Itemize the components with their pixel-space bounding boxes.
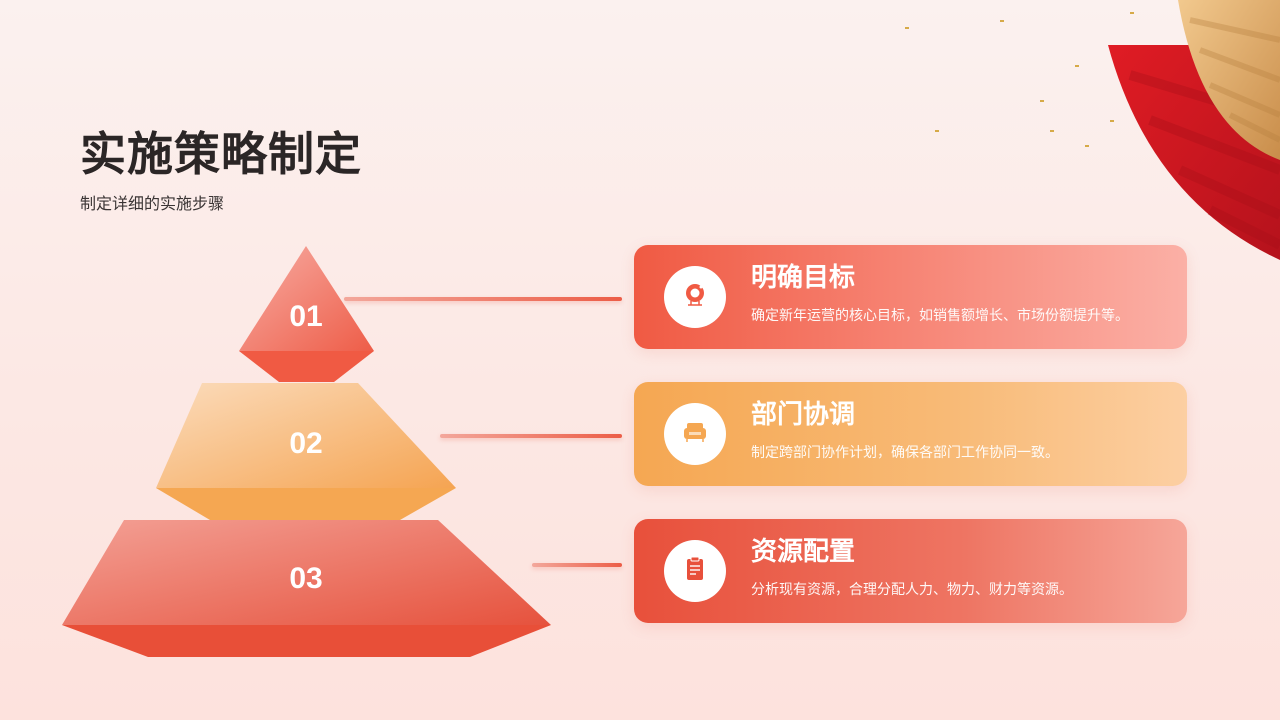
card-description: 制定跨部门协作计划，确保各部门工作协同一致。 — [751, 445, 1059, 461]
clipboard-icon — [680, 554, 710, 588]
page-subtitle: 制定详细的实施步骤 — [80, 194, 225, 213]
target-icon — [680, 280, 710, 314]
connector-line — [440, 434, 622, 438]
card-title: 明确目标 — [751, 263, 856, 293]
tier-number: 01 — [289, 300, 323, 333]
sofa-icon — [680, 417, 710, 451]
confetti — [1110, 120, 1114, 122]
folding-fan-decoration — [1090, 0, 1280, 260]
tier-number: 02 — [289, 427, 323, 460]
strategy-card-coordination: 部门协调 制定跨部门协作计划，确保各部门工作协同一致。 — [634, 382, 1187, 486]
card-description: 分析现有资源，合理分配人力、物力、财力等资源。 — [751, 582, 1073, 598]
confetti — [1075, 65, 1079, 67]
connector-line — [344, 297, 622, 301]
confetti — [935, 130, 939, 132]
card-description: 确定新年运营的核心目标，如销售额增长、市场份额提升等。 — [751, 308, 1129, 324]
confetti — [1130, 12, 1134, 14]
icon-badge — [664, 540, 726, 602]
card-title: 资源配置 — [751, 537, 856, 567]
confetti — [1085, 145, 1089, 147]
icon-badge — [664, 403, 726, 465]
confetti — [1050, 130, 1054, 132]
pyramid-diagram: 01 02 03 — [62, 246, 551, 657]
confetti — [1040, 100, 1044, 102]
tier-number: 03 — [289, 562, 323, 595]
confetti — [1000, 20, 1004, 22]
icon-badge — [664, 266, 726, 328]
strategy-card-resources: 资源配置 分析现有资源，合理分配人力、物力、财力等资源。 — [634, 519, 1187, 623]
strategy-card-goal: 明确目标 确定新年运营的核心目标，如销售额增长、市场份额提升等。 — [634, 245, 1187, 349]
connector-line — [532, 563, 622, 567]
confetti — [905, 27, 909, 29]
page-title: 实施策略制定 — [80, 127, 362, 181]
card-title: 部门协调 — [751, 400, 856, 430]
